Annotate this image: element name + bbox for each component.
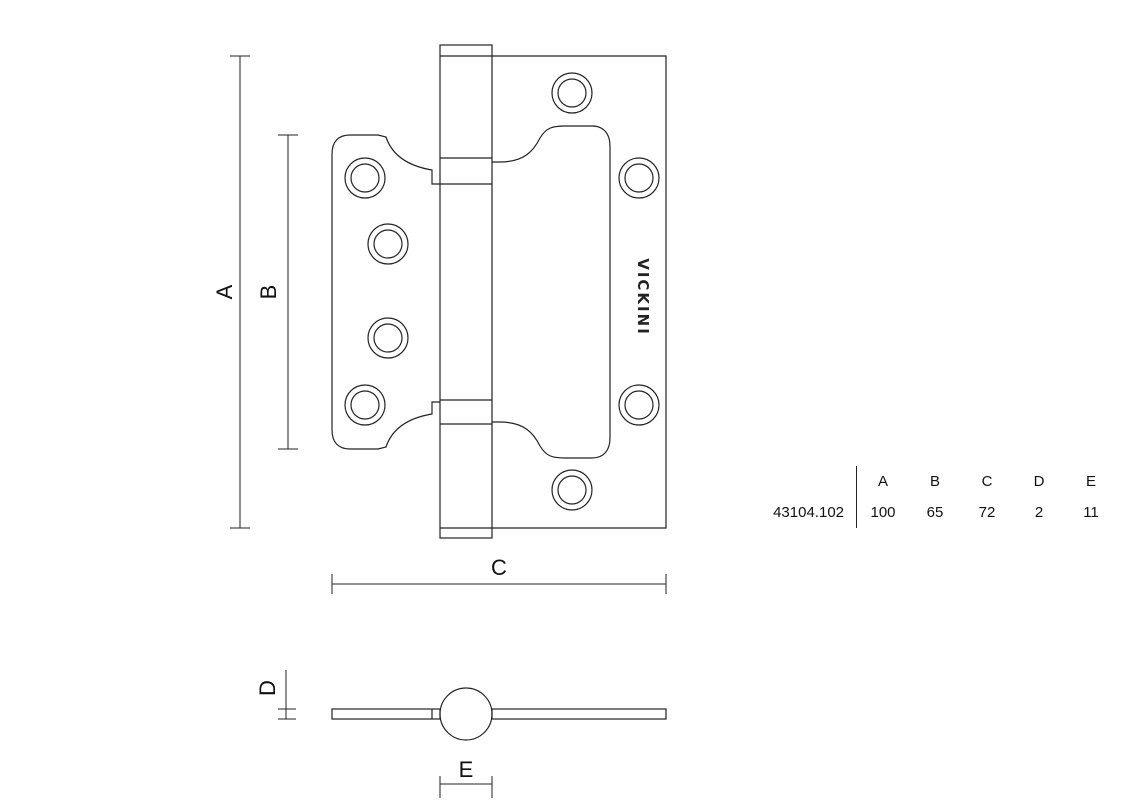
dimension-d: D (255, 670, 296, 720)
spec-value-a: 100 (856, 497, 909, 528)
dimension-a: A (212, 55, 250, 529)
inner-leaf (331, 134, 440, 450)
product-code: 43104.102 (773, 504, 844, 521)
dimension-b-label: B (256, 285, 281, 300)
screw-hole (551, 72, 593, 114)
spec-header-b: B (929, 473, 940, 490)
dimension-e: E (439, 757, 493, 798)
spec-header-a: A (856, 466, 909, 497)
screw-hole (618, 384, 660, 426)
outer-leaf (492, 55, 667, 529)
spec-table: A B C D E 43104.102 100 65 72 2 11 (740, 466, 1117, 528)
dimension-c: C (331, 555, 667, 594)
dimension-d-label: D (255, 680, 280, 696)
screw-hole (367, 317, 409, 359)
spec-table-header-row: A B C D E (740, 466, 1117, 497)
dimension-a-label: A (212, 284, 237, 299)
spec-value-d: 2 (1034, 504, 1044, 521)
hinge-knuckle (439, 44, 493, 539)
dimension-e-label: E (459, 757, 474, 782)
screw-hole (367, 223, 409, 265)
side-view (331, 687, 667, 741)
dimension-c-label: C (491, 555, 507, 580)
brand-logo: VICKINI (634, 258, 652, 336)
spec-value-e: 11 (1083, 504, 1099, 521)
screw-holes (344, 72, 660, 511)
spec-header-c: C (981, 473, 993, 490)
spec-table-row: 43104.102 100 65 72 2 11 (740, 497, 1117, 528)
spec-value-c: 72 (978, 504, 996, 521)
screw-hole (344, 384, 386, 426)
screw-hole (551, 469, 593, 511)
screw-hole (618, 157, 660, 199)
dimension-b: B (256, 134, 298, 450)
spec-header-d: D (1033, 473, 1045, 490)
spec-value-b: 65 (926, 504, 944, 521)
spec-header-e: E (1085, 473, 1096, 490)
spec-table-corner (740, 466, 857, 497)
screw-hole (344, 157, 386, 199)
